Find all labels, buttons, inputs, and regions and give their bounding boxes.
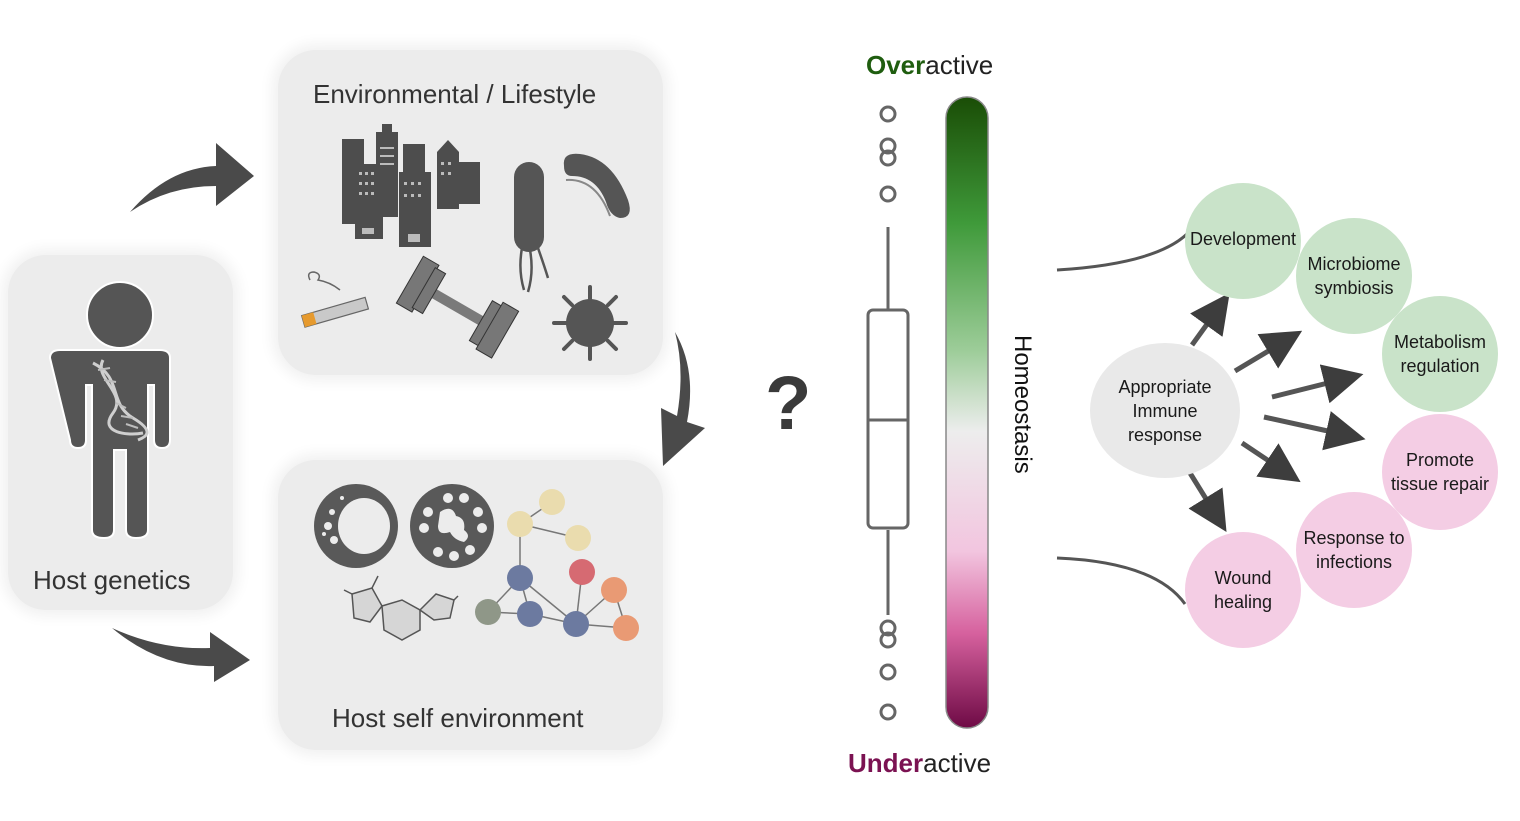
dna-icon xyxy=(92,359,149,442)
granulocyte-icon xyxy=(410,484,494,568)
activity-gradient-bar xyxy=(945,96,989,729)
arrow-infections xyxy=(1240,440,1301,483)
arrow-tissue-repair xyxy=(1263,411,1366,451)
bracket-bottom-line xyxy=(1056,556,1187,605)
outcome-microbiome-symbiosis: Microbiome symbiosis xyxy=(1296,218,1412,334)
host-genetics-title: Host genetics xyxy=(33,565,191,595)
outcome-metabolism-regulation: Metabolism regulation xyxy=(1382,296,1498,412)
over-strong: Over xyxy=(866,50,926,80)
outcome-tissue-repair: Promote tissue repair xyxy=(1382,414,1498,530)
environmental-title: Environmental / Lifestyle xyxy=(313,79,597,109)
curved-arrow-up-icon xyxy=(130,143,254,212)
city-icon xyxy=(342,124,480,247)
arrow-microbiome xyxy=(1233,330,1303,374)
virus-icon xyxy=(552,285,628,361)
bacillus-icon xyxy=(563,153,630,218)
underactive-label: Underactive xyxy=(848,748,991,779)
bacterium-icon xyxy=(514,162,550,293)
network-icon xyxy=(475,489,639,641)
dumbbell-icon xyxy=(395,255,520,359)
outcome-response-to-infections: Response to infections xyxy=(1296,492,1412,608)
curved-arrow-right-down-icon xyxy=(661,332,705,466)
bracket-top-line xyxy=(1056,232,1189,272)
outcome-arrows xyxy=(1187,292,1366,533)
person-icon xyxy=(48,281,171,540)
outcome-wound-healing: Wound healing xyxy=(1185,532,1301,648)
homeostasis-label: Homeostasis xyxy=(1009,335,1036,474)
overactive-label: Overactive xyxy=(866,50,993,81)
arrow-metabolism xyxy=(1271,364,1364,404)
boxplot-icon xyxy=(866,105,910,721)
molecule-icon xyxy=(343,575,459,641)
arrow-development xyxy=(1189,292,1230,347)
appropriate-immune-response: Appropriate Immune response xyxy=(1090,343,1240,478)
question-mark: ? xyxy=(765,361,812,446)
outcome-development: Development xyxy=(1185,183,1301,299)
arrow-wound xyxy=(1187,471,1227,533)
curved-arrow-down-icon xyxy=(112,628,250,682)
under-rest: active xyxy=(923,748,992,778)
cell-icon xyxy=(314,484,398,568)
under-strong: Under xyxy=(848,748,924,778)
over-rest: active xyxy=(925,50,994,80)
host-self-title: Host self environment xyxy=(332,703,584,733)
cigarette-icon xyxy=(300,271,370,328)
